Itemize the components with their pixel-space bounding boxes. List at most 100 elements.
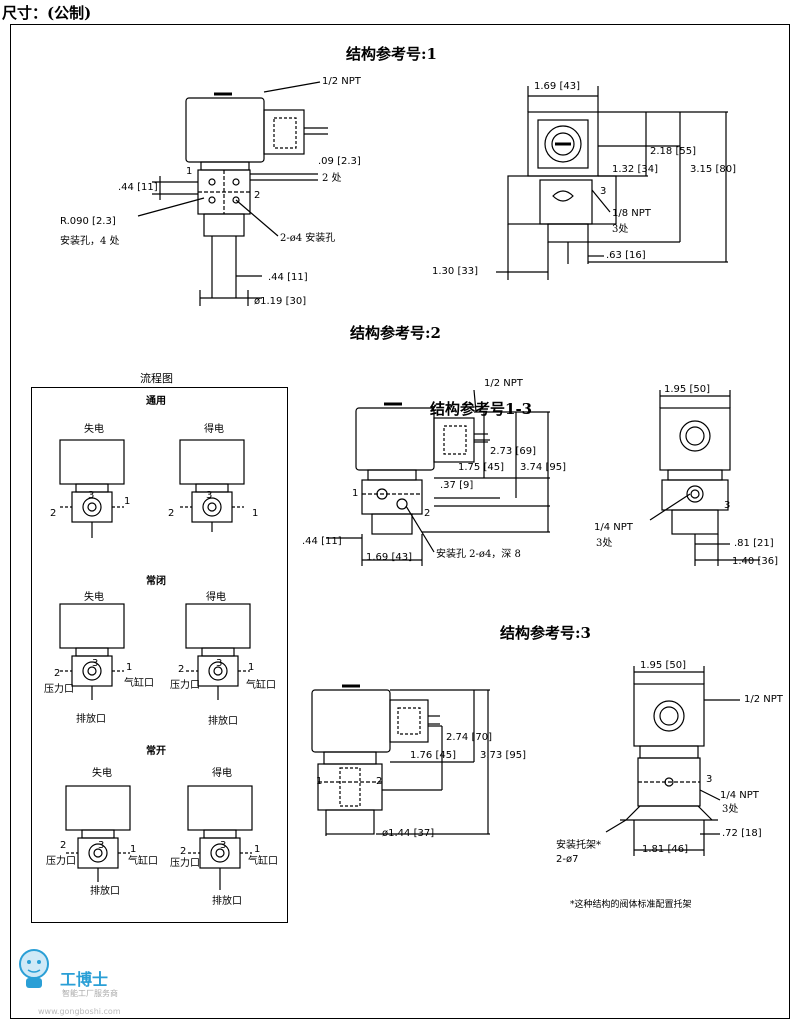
flow-no-on-p2: 2 bbox=[180, 846, 187, 857]
flow-general-off-p1: 1 bbox=[124, 496, 131, 507]
ref2-dim-195: 1.95 [50] bbox=[664, 384, 710, 395]
ref3-front-view bbox=[311, 684, 490, 836]
ref3-dim-181: 1.81 [46] bbox=[642, 844, 688, 855]
flowchart-title: 流程图 bbox=[140, 372, 173, 385]
flow-nc-off-exhaust: 排放口 bbox=[76, 714, 106, 725]
flow-no-on-pressure: 压力口 bbox=[170, 858, 200, 869]
flow-nc: 常闭 bbox=[146, 576, 166, 587]
flow-nc-off-p2: 2 bbox=[54, 668, 61, 679]
flow-nc-on: 得电 bbox=[206, 592, 226, 603]
ref1-dim-169: 1.69 [43] bbox=[534, 81, 580, 92]
ref3-port-2: 2 bbox=[376, 776, 383, 787]
section-title-ref1-3: 结构参考号1-3 bbox=[430, 400, 533, 418]
ref1-front-view bbox=[137, 81, 328, 306]
ref2-npt-14: 1/4 NPT bbox=[594, 522, 633, 533]
ref1-dim-218: 2.18 [55] bbox=[650, 146, 696, 157]
ref3-places-3: 3处 bbox=[722, 804, 739, 815]
ref3-dim-274: 2.74 [70] bbox=[446, 732, 492, 743]
flow-nc-off: 失电 bbox=[84, 592, 104, 603]
ref3-npt-14: 1/4 NPT bbox=[720, 790, 759, 801]
watermark-sub: 智能工厂服务商 bbox=[62, 989, 118, 998]
flow-no-off-p2: 2 bbox=[60, 840, 67, 851]
flow-general-off-p2: 2 bbox=[50, 508, 57, 519]
flow-general-on-p1: 1 bbox=[252, 508, 259, 519]
ref3-bracket: 安装托架* bbox=[556, 840, 601, 851]
flow-no-on-p3: 3 bbox=[220, 840, 227, 851]
ref3-dim-176: 1.76 [45] bbox=[410, 750, 456, 761]
flow-nc-off-pressure: 压力口 bbox=[44, 684, 74, 695]
ref2-port-1: 1 bbox=[352, 488, 359, 499]
flowchart-panel bbox=[31, 387, 288, 923]
ref1-dim-44-bottom: .44 [11] bbox=[268, 272, 308, 283]
ref3-dim-144: ø1.44 [37] bbox=[382, 828, 435, 839]
ref3-dim-72: .72 [18] bbox=[722, 828, 762, 839]
flow-nc-on-cyl: 气缸口 bbox=[246, 680, 276, 691]
ref3-dim-373: 3.73 [95] bbox=[480, 750, 526, 761]
flow-no-off-exhaust: 排放口 bbox=[90, 886, 120, 897]
flow-general: 通用 bbox=[146, 396, 166, 407]
flow-general-on: 得电 bbox=[204, 424, 224, 435]
watermark-url: www.gongboshi.com bbox=[38, 1007, 121, 1016]
ref1-dim-09: .09 [2.3] bbox=[318, 156, 361, 167]
ref3-bracket-holes: 2-ø7 bbox=[556, 854, 579, 865]
ref3-note: *这种结构的阀体标准配置托架 bbox=[570, 900, 692, 910]
mascot-logo bbox=[14, 946, 54, 990]
ref1-r090: R.090 [2.3] bbox=[60, 216, 116, 227]
watermark-brand: 工博士 bbox=[60, 970, 109, 989]
flow-nc-on-pressure: 压力口 bbox=[170, 680, 200, 691]
ref2-holes: 安装孔 2-ø4，深 8 bbox=[436, 549, 521, 560]
ref2-dim-273: 2.73 [69] bbox=[490, 446, 536, 457]
ref2-port-3: 3 bbox=[724, 500, 731, 511]
section-title-ref3: 结构参考号:3 bbox=[500, 624, 591, 642]
flow-nc-off-cyl: 气缸口 bbox=[124, 678, 154, 689]
flow-no-on-cyl: 气缸口 bbox=[248, 856, 278, 867]
ref1-dim-119: ø1.19 [30] bbox=[254, 296, 307, 307]
ref2-port-2: 2 bbox=[424, 508, 431, 519]
section-title-ref2: 结构参考号:2 bbox=[350, 324, 441, 342]
ref2-dim-374: 3.74 [95] bbox=[520, 462, 566, 473]
flowchart-valves bbox=[59, 439, 253, 890]
flow-general-on-p2: 2 bbox=[168, 508, 175, 519]
ref1-dim-132: 1.32 [34] bbox=[612, 164, 658, 175]
flow-no-off-cyl: 气缸口 bbox=[128, 856, 158, 867]
ref1-port-2: 2 bbox=[254, 190, 261, 201]
ref1-port-3: 3 bbox=[600, 186, 607, 197]
ref1-port-1: 1 bbox=[186, 166, 193, 177]
ref1-places-2: 2 处 bbox=[322, 173, 342, 184]
ref1-holes-2: 2-ø4 安装孔 bbox=[280, 233, 336, 244]
flow-general-on-p3: 3 bbox=[206, 490, 213, 501]
ref2-npt-label: 1/2 NPT bbox=[484, 378, 523, 389]
section-title-ref1: 结构参考号:1 bbox=[346, 45, 437, 63]
ref2-side-view bbox=[649, 390, 760, 566]
ref3-port-3: 3 bbox=[706, 774, 713, 785]
flow-nc-on-p1: 1 bbox=[248, 662, 255, 673]
ref1-dim-315: 3.15 [80] bbox=[690, 164, 736, 175]
ref2-dim-44: .44 [11] bbox=[302, 536, 342, 547]
flow-general-off-p3: 3 bbox=[88, 490, 95, 501]
ref2-dim-175: 1.75 [45] bbox=[458, 462, 504, 473]
ref1-npt-label: 1/2 NPT bbox=[322, 76, 361, 87]
ref2-dim-169: 1.69 [43] bbox=[366, 552, 412, 563]
ref1-side-view bbox=[496, 86, 728, 280]
ref1-npt-18: 1/8 NPT bbox=[612, 208, 651, 219]
flow-nc-on-p2: 2 bbox=[178, 664, 185, 675]
ref1-places-3: 3处 bbox=[612, 224, 629, 235]
ref3-dim-195: 1.95 [50] bbox=[640, 660, 686, 671]
flow-no-off-p1: 1 bbox=[130, 844, 137, 855]
flow-nc-on-p3: 3 bbox=[216, 658, 223, 669]
ref2-dim-37: .37 [9] bbox=[440, 480, 474, 491]
ref3-side-view bbox=[605, 666, 740, 856]
flow-no-off-pressure: 压力口 bbox=[46, 856, 76, 867]
page-title: 尺寸：(公制) bbox=[2, 4, 92, 22]
flow-no-on-p1: 1 bbox=[254, 844, 261, 855]
flow-no-off-p3: 3 bbox=[98, 840, 105, 851]
ref2-dim-81: .81 [21] bbox=[734, 538, 774, 549]
flow-no-off: 失电 bbox=[92, 768, 112, 779]
flow-no-on: 得电 bbox=[212, 768, 232, 779]
flow-nc-off-p3: 3 bbox=[92, 658, 99, 669]
ref1-holes-4: 安装孔，4 处 bbox=[60, 236, 120, 247]
drawing-frame bbox=[10, 24, 790, 1019]
ref1-dim-130: 1.30 [33] bbox=[432, 266, 478, 277]
ref1-dim-44-left: .44 [11] bbox=[118, 182, 158, 193]
